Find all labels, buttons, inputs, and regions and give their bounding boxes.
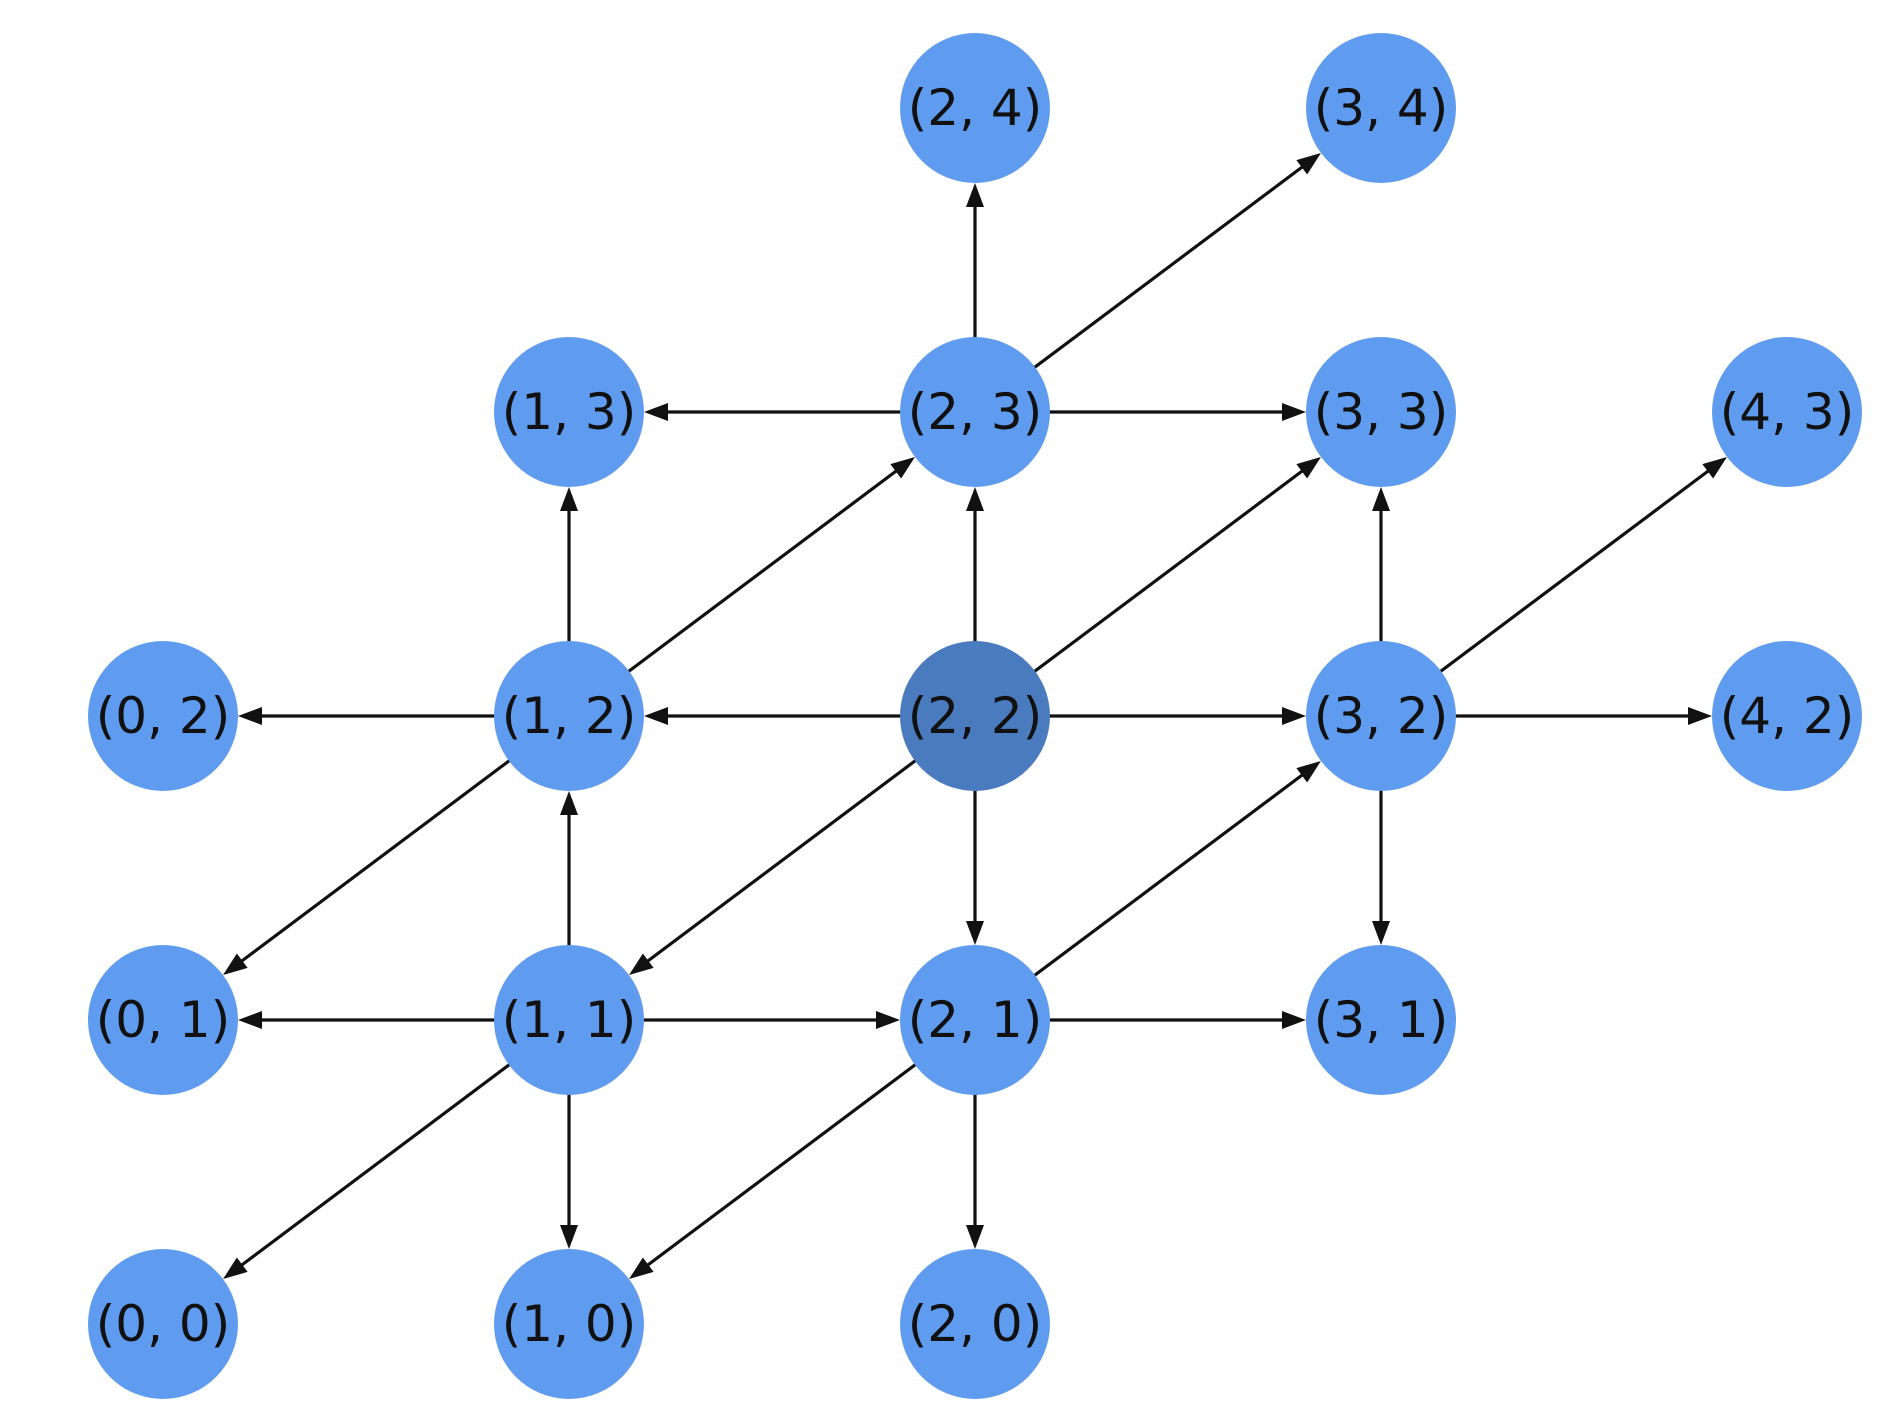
node-label: (3, 2) [1314,687,1448,745]
arrow-head-icon [1296,456,1321,479]
node-circle [88,1249,238,1399]
node-label: (3, 1) [1314,991,1448,1049]
arrow-head-icon [966,487,984,511]
arrow-head-icon [1296,760,1321,783]
node-circle [900,945,1050,1095]
node-label: (0, 0) [96,1295,230,1353]
node-0-2: (0, 2) [88,641,238,791]
arrow-head-icon [1372,921,1390,945]
arrow-head-icon [223,1257,248,1280]
arrow-head-icon [876,1011,900,1029]
node-label: (2, 1) [908,991,1042,1049]
node-label: (2, 4) [908,79,1042,137]
arrow-head-icon [1296,152,1321,175]
node-circle [1306,337,1456,487]
node-4-2: (4, 2) [1712,641,1862,791]
arrow-head-icon [238,1011,262,1029]
node-circle [494,337,644,487]
node-1-0: (1, 0) [494,1249,644,1399]
node-4-3: (4, 3) [1712,337,1862,487]
node-3-3: (3, 3) [1306,337,1456,487]
node-2-3: (2, 3) [900,337,1050,487]
node-label: (1, 3) [502,383,636,441]
node-circle [900,337,1050,487]
node-1-2: (1, 2) [494,641,644,791]
nodes-layer: (0, 0) (1, 0) (2, 0) (0, 1) (1, 1) (2, 1) (3, … [88,33,1862,1399]
node-circle [1306,641,1456,791]
node-1-1: (1, 1) [494,945,644,1095]
arrow-head-icon [223,953,248,976]
arrow-head-icon [629,953,654,976]
arrow-head-icon [644,707,668,725]
node-1-3: (1, 3) [494,337,644,487]
node-circle [494,945,644,1095]
node-circle [494,641,644,791]
arrow-head-icon [560,487,578,511]
node-circle-highlighted [900,641,1050,791]
node-label: (0, 1) [96,991,230,1049]
node-0-0: (0, 0) [88,1249,238,1399]
node-label: (3, 4) [1314,79,1448,137]
node-circle [88,945,238,1095]
node-2-1: (2, 1) [900,945,1050,1095]
node-circle [1306,945,1456,1095]
arrow-head-icon [1702,456,1727,479]
arrow-head-icon [238,707,262,725]
node-label: (1, 2) [502,687,636,745]
node-label: (0, 2) [96,687,230,745]
node-0-1: (0, 1) [88,945,238,1095]
arrow-head-icon [1688,707,1712,725]
node-label: (2, 0) [908,1295,1042,1353]
arrow-head-icon [966,1225,984,1249]
node-label: (1, 0) [502,1295,636,1353]
node-2-0: (2, 0) [900,1249,1050,1399]
arrow-head-icon [1372,487,1390,511]
node-label: (2, 3) [908,383,1042,441]
arrow-head-icon [629,1257,654,1280]
node-2-2: (2, 2) [900,641,1050,791]
arrow-head-icon [1282,707,1306,725]
node-circle [1712,337,1862,487]
arrow-head-icon [560,791,578,815]
node-circle [900,33,1050,183]
arrow-head-icon [560,1225,578,1249]
arrow-head-icon [1282,1011,1306,1029]
node-label: (3, 3) [1314,383,1448,441]
node-label: (4, 2) [1720,687,1854,745]
node-circle [494,1249,644,1399]
node-circle [1712,641,1862,791]
node-label: (1, 1) [502,991,636,1049]
node-circle [88,641,238,791]
arrow-head-icon [1282,403,1306,421]
node-circle [900,1249,1050,1399]
node-label: (4, 3) [1720,383,1854,441]
arrow-head-icon [966,921,984,945]
node-3-2: (3, 2) [1306,641,1456,791]
arrow-head-icon [644,403,668,421]
arrow-head-icon [890,456,915,479]
node-3-4: (3, 4) [1306,33,1456,183]
node-3-1: (3, 1) [1306,945,1456,1095]
node-2-4: (2, 4) [900,33,1050,183]
arrow-head-icon [966,183,984,207]
node-circle [1306,33,1456,183]
node-label: (2, 2) [908,687,1042,745]
